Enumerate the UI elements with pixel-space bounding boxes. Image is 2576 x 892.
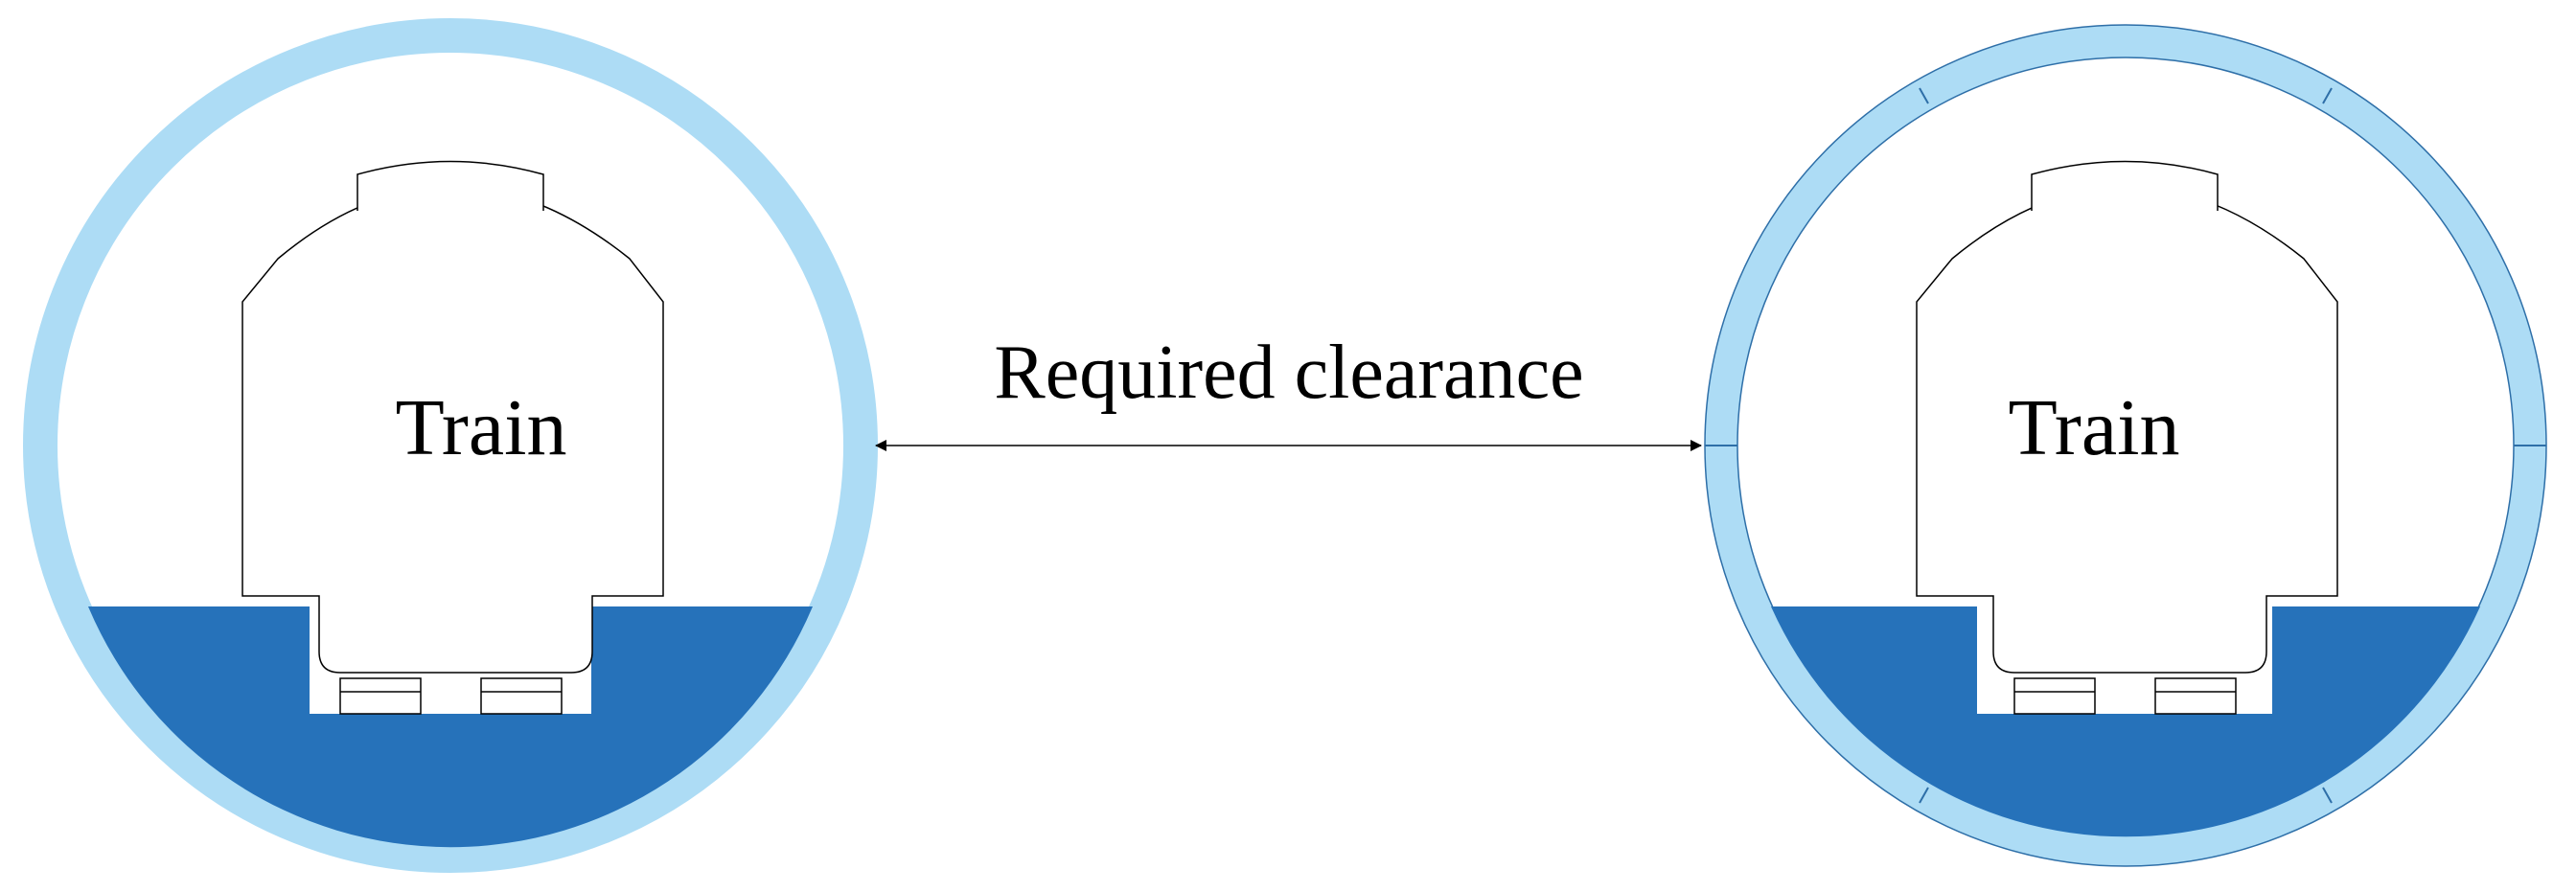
segment-joint [1919,87,1929,104]
right-train-roof-hood [2031,160,2219,211]
left-train-bogie-1 [339,677,422,715]
right-train-bogie-2 [2154,677,2237,715]
right-tunnel-segment-joints [1705,87,2546,804]
left-train-bogie-2 [480,677,563,715]
right-train-label: Train [2009,383,2180,472]
left-train-roof-hood [356,160,544,211]
right-train-bogie-1 [2013,677,2096,715]
left-tunnel-invert [88,606,813,848]
left-tunnel: Train [23,18,878,873]
left-tunnel-lining [23,18,878,873]
segment-joint [1919,787,1929,804]
segment-joint [2322,787,2333,804]
clearance-dimension: Required clearance [875,331,1702,451]
right-tunnel-invert [1771,606,2480,837]
clearance-label: Required clearance [994,331,1583,415]
right-tunnel: Train [1704,24,2547,867]
left-train-label: Train [396,383,567,472]
segment-joint [2322,87,2333,104]
